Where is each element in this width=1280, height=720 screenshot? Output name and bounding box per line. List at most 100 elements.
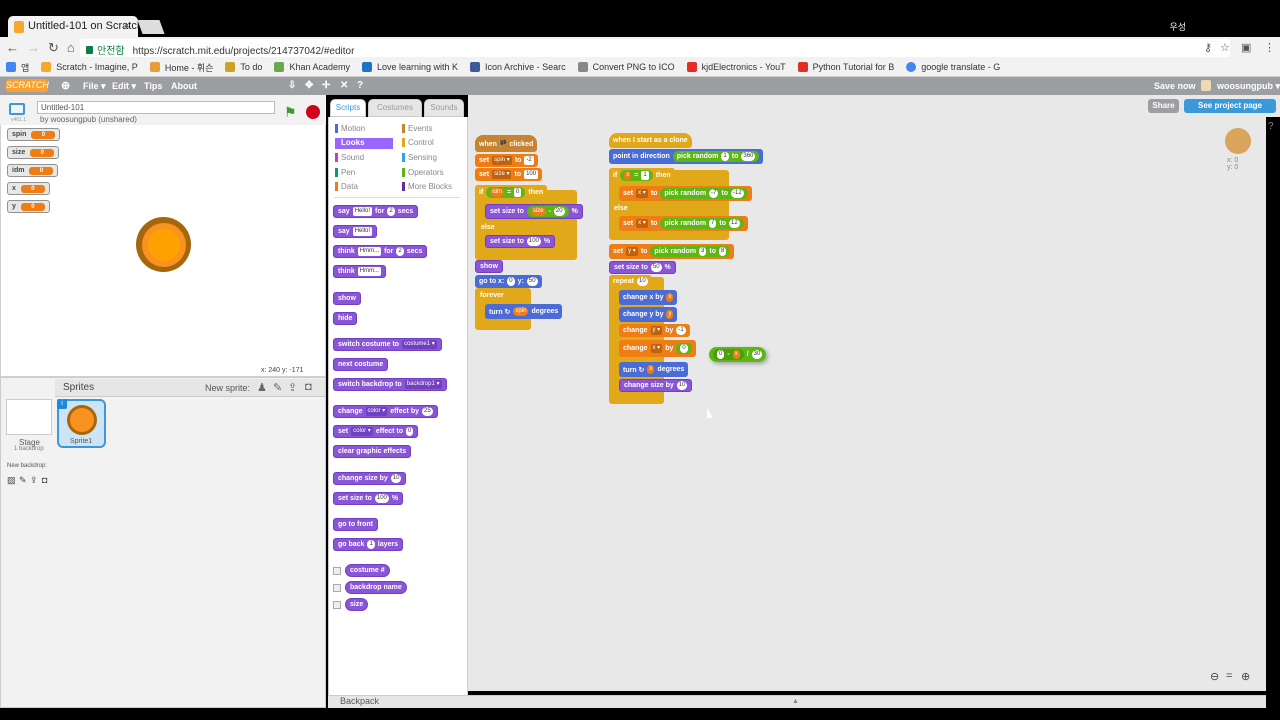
category-sound[interactable]: Sound xyxy=(335,153,364,162)
move-icon[interactable]: ✥ xyxy=(305,80,314,91)
zoom-reset-icon[interactable]: = xyxy=(1226,670,1233,682)
globe-icon[interactable]: ⊕ xyxy=(61,80,71,92)
category-motion[interactable]: Motion xyxy=(335,124,365,133)
stage-thumbnail[interactable] xyxy=(6,399,52,435)
when-clone-hat[interactable]: when I start as a clone xyxy=(609,133,692,148)
close-icon[interactable]: × xyxy=(123,20,130,32)
bookmark-apps[interactable]: 앱 xyxy=(0,61,35,74)
menu-tips[interactable]: Tips xyxy=(144,81,163,91)
upload-icon[interactable]: ⇪ xyxy=(288,382,298,394)
bookmark-todo[interactable]: To do xyxy=(219,62,268,72)
block-go-to-front[interactable]: go to front xyxy=(333,518,378,531)
category-pen[interactable]: Pen xyxy=(335,168,355,177)
backpack-arrow-icon[interactable]: ▲ xyxy=(792,698,799,705)
tab-sounds[interactable]: Sounds xyxy=(424,99,464,117)
bookmark-kjd[interactable]: kjdElectronics - YouT xyxy=(681,62,792,72)
save-now-button[interactable]: Save now xyxy=(1154,81,1196,91)
show-block[interactable]: show xyxy=(475,260,503,273)
paint-icon[interactable]: ✎ xyxy=(273,382,283,394)
share-button[interactable]: Share xyxy=(1148,99,1179,113)
backpack-bar[interactable]: Backpack▲ xyxy=(328,695,1266,708)
duplicate-icon[interactable]: ⇩ xyxy=(288,80,297,91)
choose-sprite-icon[interactable]: ♟ xyxy=(257,382,267,394)
sprite1-thumbnail[interactable]: i xyxy=(57,399,106,448)
block-clear-effects[interactable]: clear graphic effects xyxy=(333,445,412,458)
sprite-ball[interactable] xyxy=(136,217,191,272)
help-circle-icon[interactable]: ? xyxy=(1268,121,1274,132)
bookmark-convert[interactable]: Convert PNG to ICO xyxy=(572,62,681,72)
help-icon[interactable]: ? xyxy=(357,80,364,91)
see-project-page-button[interactable]: See project page xyxy=(1184,99,1276,113)
tab-scripts[interactable]: Scripts xyxy=(330,99,366,117)
green-flag-icon[interactable]: ⚑ xyxy=(284,104,297,120)
block-show[interactable]: show xyxy=(333,292,361,305)
category-more-blocks[interactable]: More Blocks xyxy=(402,182,452,191)
tab-costumes[interactable]: Costumes xyxy=(368,99,422,117)
backdrop-name-checkbox[interactable] xyxy=(333,584,341,592)
paint-backdrop-icon[interactable]: ✎ xyxy=(19,475,27,485)
if-else-frame[interactable] xyxy=(475,190,577,260)
menu-icon[interactable]: ⋮ xyxy=(1264,42,1275,54)
category-control[interactable]: Control xyxy=(402,138,434,147)
bookmark-python[interactable]: Python Tutorial for B xyxy=(792,62,901,72)
zoom-out-icon[interactable]: ⊖ xyxy=(1210,671,1220,683)
block-hide[interactable]: hide xyxy=(333,312,358,325)
bookmark-google-translate[interactable]: google translate - G xyxy=(900,62,1006,72)
project-title-input[interactable]: Untitled-101 xyxy=(37,101,275,114)
menu-edit[interactable]: Edit ▾ xyxy=(112,81,137,91)
block-size-reporter[interactable]: size xyxy=(345,598,369,611)
key-icon[interactable]: ⚷ xyxy=(1204,42,1213,54)
star-icon[interactable]: ☆ xyxy=(1220,42,1230,54)
shrink-icon[interactable]: ✕ xyxy=(340,80,349,91)
info-icon[interactable]: i xyxy=(57,399,67,409)
stage[interactable] xyxy=(0,95,326,377)
avatar[interactable] xyxy=(1201,80,1211,91)
fullscreen-icon[interactable] xyxy=(9,103,25,115)
block-next-costume[interactable]: next costume xyxy=(333,358,389,371)
bookmark-scratch[interactable]: Scratch - Imagine, P xyxy=(35,62,144,72)
category-data[interactable]: Data xyxy=(335,182,358,191)
back-icon[interactable]: ← xyxy=(6,40,19,55)
bookmark-love-learning[interactable]: Love learning with K xyxy=(356,62,464,72)
stop-icon[interactable] xyxy=(306,105,320,119)
extension-icon[interactable]: ▣ xyxy=(1241,42,1252,54)
forward-icon[interactable]: → xyxy=(27,40,40,55)
upload-backdrop-icon[interactable]: ⇪ xyxy=(30,475,38,485)
costume-number-checkbox[interactable] xyxy=(333,567,341,575)
account-menu[interactable]: woosungpub ▾ xyxy=(1217,81,1280,91)
camera-backdrop-icon[interactable]: ◘ xyxy=(42,475,48,485)
backdrop-library-icon[interactable]: ▨ xyxy=(7,475,16,485)
bookmark-home[interactable]: Home - 휘슨 xyxy=(144,61,220,74)
